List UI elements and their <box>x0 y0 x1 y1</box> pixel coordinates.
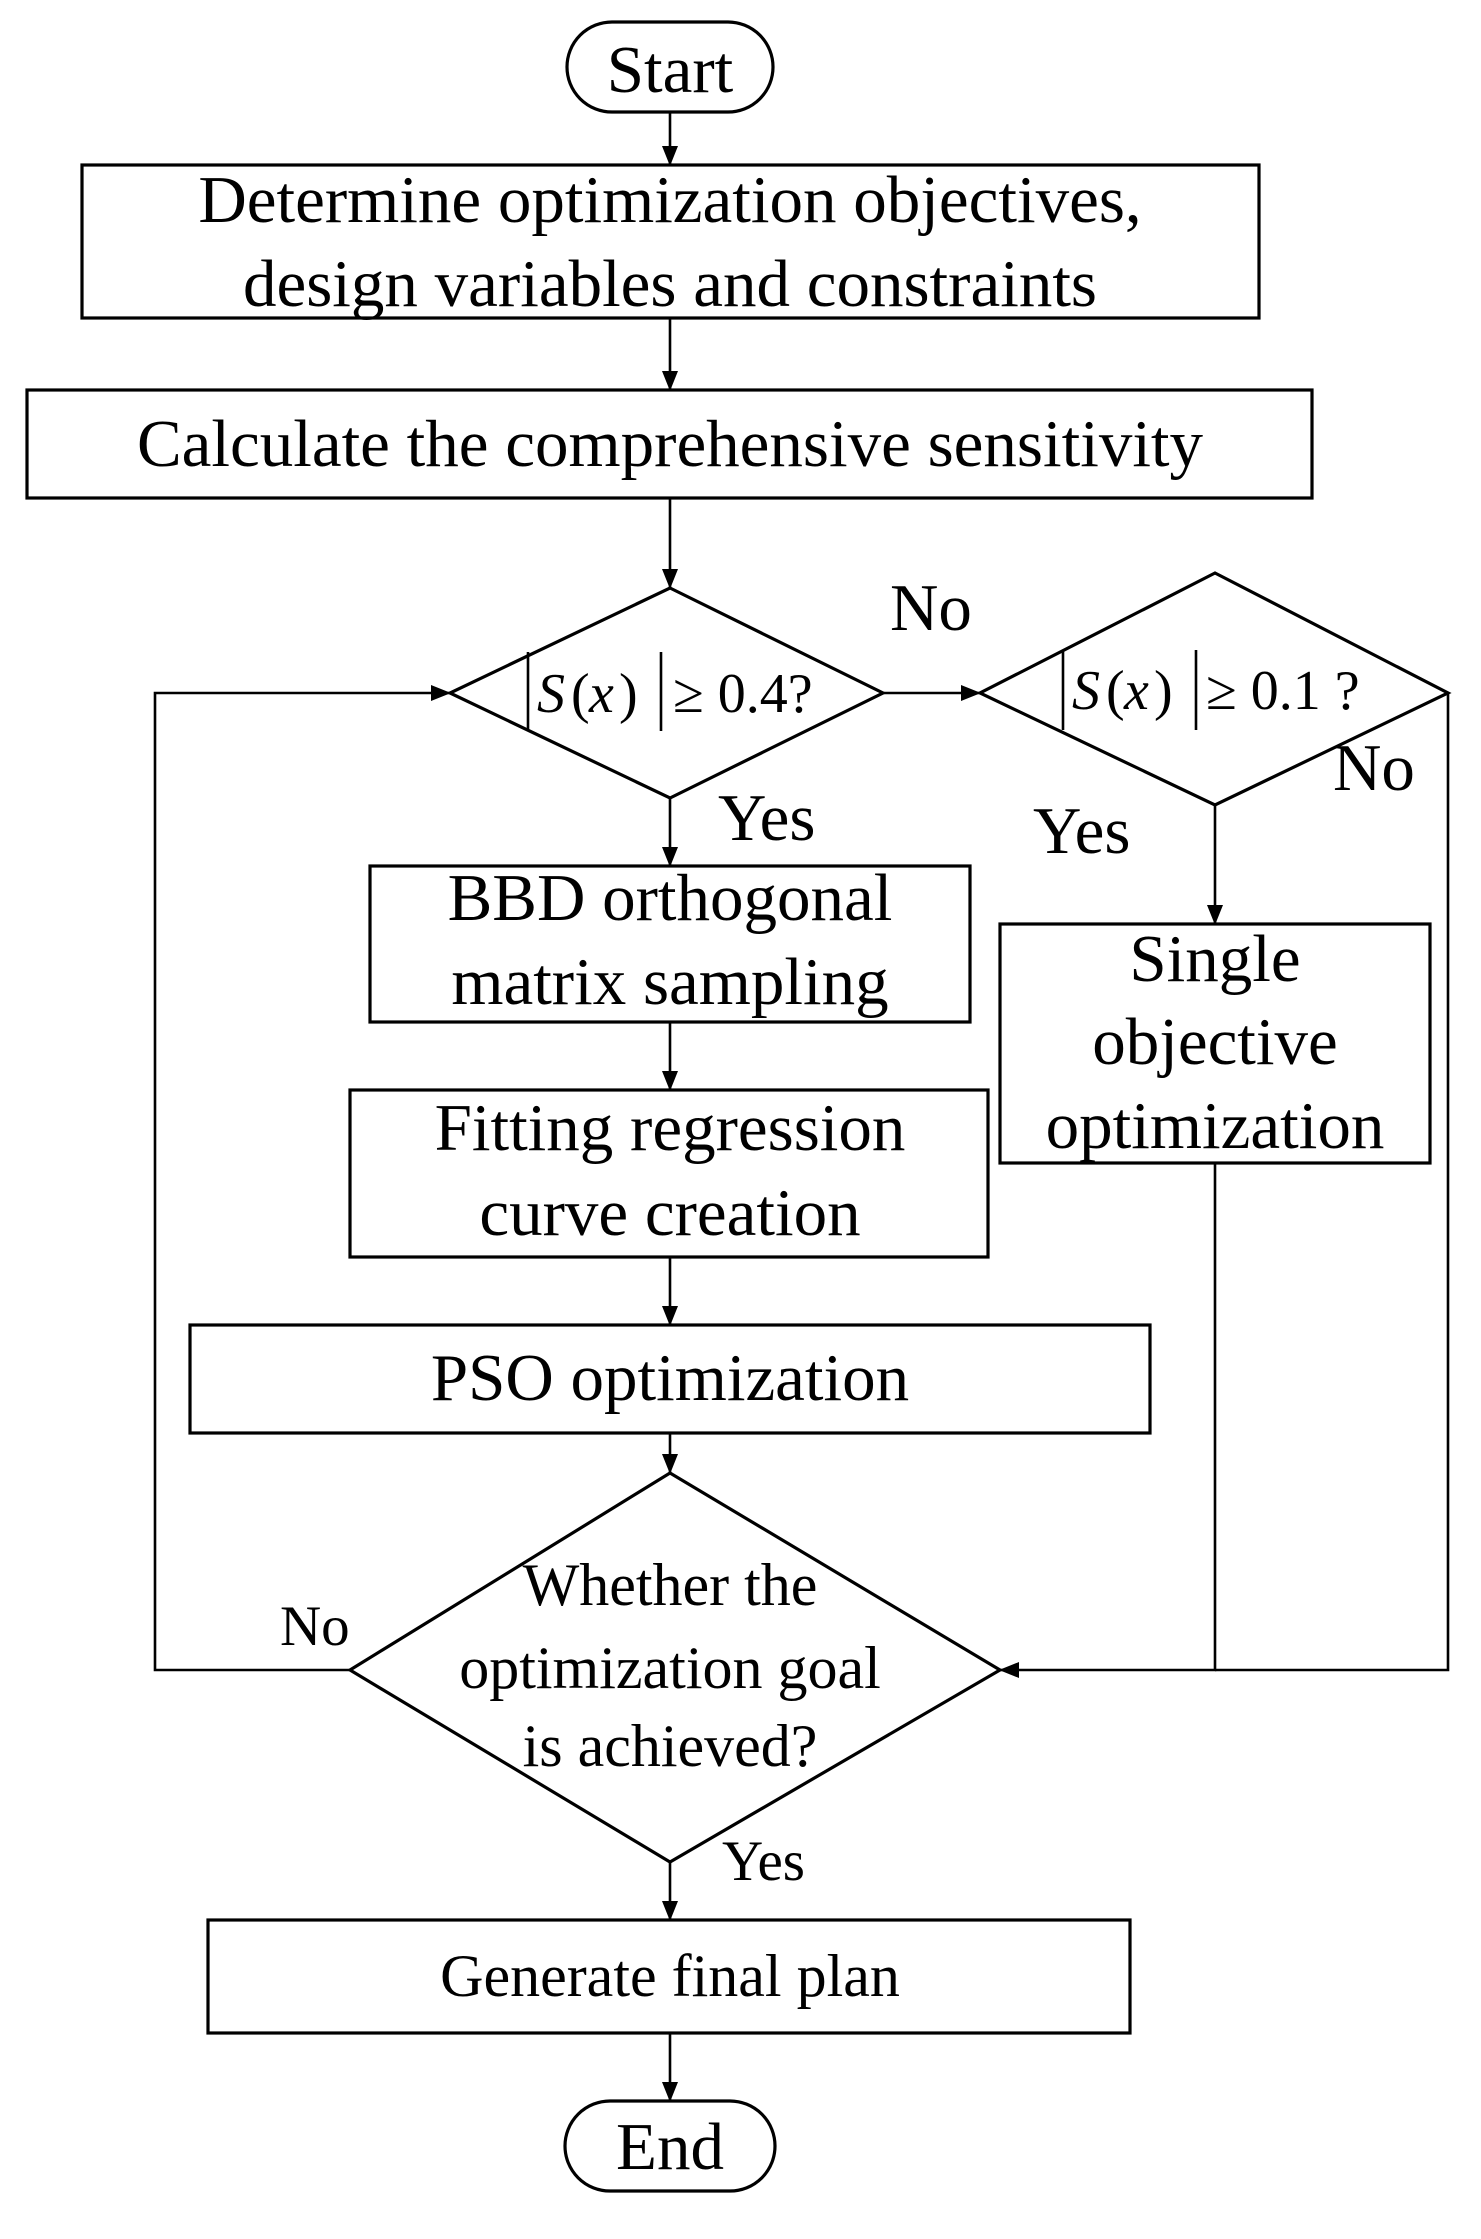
decision1-x: x <box>588 663 614 725</box>
decision2-threshold: ≥ 0.1 ? <box>1206 660 1360 722</box>
decision1-node: S ( x ) ≥ 0.4? <box>446 586 887 800</box>
calculate-box <box>25 388 1314 500</box>
single-line1: Single <box>1129 922 1300 996</box>
bbd-line2: matrix sampling <box>451 945 888 1019</box>
decision1-threshold: ≥ 0.4? <box>673 663 813 725</box>
fitting-line1: Fitting regression <box>435 1091 906 1165</box>
decision1-lparen: ( <box>571 663 590 725</box>
start-label: Start <box>607 33 734 107</box>
goal-line3: is achieved? <box>523 1713 818 1779</box>
arrow-decision2-no-to-goal <box>1215 693 1450 1672</box>
decision2-lparen: ( <box>1106 660 1125 722</box>
bbd-line1: BBD orthogonal <box>448 861 893 935</box>
determine-node: Determine optimization objectives, desig… <box>80 163 1261 321</box>
goal-line2: optimization goal <box>459 1635 881 1701</box>
label-yes-goal: Yes <box>722 1830 805 1893</box>
connectors <box>153 112 1450 2102</box>
decision1-diamond <box>446 586 887 800</box>
bbd-box <box>368 864 972 1024</box>
determine-line1: Determine optimization objectives, <box>198 163 1141 237</box>
bbd-node: BBD orthogonal matrix sampling <box>368 861 972 1024</box>
calculate-label: Calculate the comprehensive sensitivity <box>137 407 1204 481</box>
fitting-node: Fitting regression curve creation <box>348 1088 990 1259</box>
final-node: Generate final plan <box>206 1918 1132 2035</box>
fitting-box <box>348 1088 990 1259</box>
start-node: Start <box>565 20 775 114</box>
decision2-x: x <box>1123 660 1149 722</box>
decision1-s: S <box>537 663 565 725</box>
end-node: End <box>563 2099 777 2193</box>
end-terminal <box>563 2099 777 2193</box>
decision2-s: S <box>1072 660 1100 722</box>
label-no-decision1: No <box>890 571 972 645</box>
determine-line2: design variables and constraints <box>243 247 1097 321</box>
determine-box <box>80 163 1261 320</box>
label-yes-decision2: Yes <box>1033 794 1131 868</box>
single-line3: optimization <box>1046 1089 1385 1163</box>
arrow-goal-no-to-decision1 <box>153 685 451 1672</box>
decision2-node: S ( x ) ≥ 0.1 ? <box>976 571 1452 807</box>
fitting-line2: curve creation <box>479 1176 860 1250</box>
goal-node: Whether the optimization goal is achieve… <box>346 1471 1004 1864</box>
goal-line1: Whether the <box>523 1552 818 1618</box>
pso-node: PSO optimization <box>188 1323 1152 1435</box>
single-line2: objective <box>1092 1005 1338 1079</box>
final-box <box>206 1918 1132 2035</box>
pso-box <box>188 1323 1152 1435</box>
final-label: Generate final plan <box>440 1943 900 2009</box>
decision1-rparen: ) <box>619 663 638 725</box>
calculate-node: Calculate the comprehensive sensitivity <box>25 388 1314 500</box>
single-box <box>998 922 1432 1165</box>
start-terminal <box>565 20 775 114</box>
branch-labels: No Yes No Yes No Yes <box>280 571 1415 1893</box>
end-label: End <box>616 2110 724 2184</box>
label-no-decision2: No <box>1333 731 1415 805</box>
decision2-diamond <box>976 571 1452 807</box>
pso-label: PSO optimization <box>431 1341 909 1415</box>
decision2-rparen: ) <box>1154 660 1173 722</box>
goal-diamond <box>346 1471 1004 1864</box>
label-no-goal: No <box>280 1595 350 1658</box>
label-yes-decision1: Yes <box>718 781 816 855</box>
single-node: Single objective optimization <box>998 922 1432 1165</box>
